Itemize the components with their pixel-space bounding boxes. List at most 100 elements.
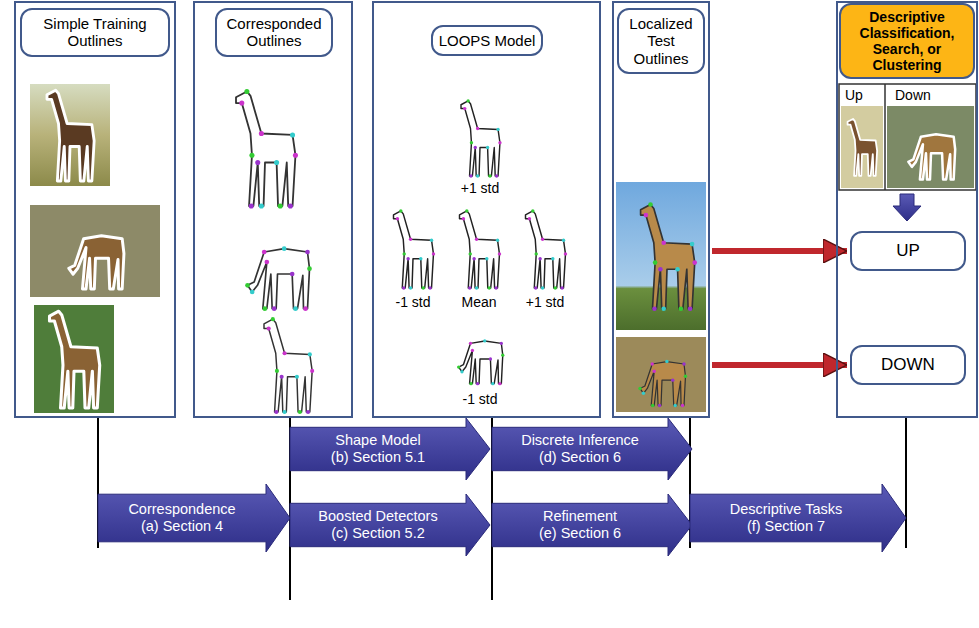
panel-header: Descriptive Classification, Search, or C… <box>839 3 975 79</box>
outline <box>460 211 500 288</box>
panel-header-group: Simple Training Outlines <box>20 8 170 60</box>
variation-label: -1 std <box>393 294 432 311</box>
divider <box>884 84 886 190</box>
variation-label: Mean <box>459 294 498 311</box>
result-box: DOWN <box>850 345 966 385</box>
outline <box>264 319 312 412</box>
step-title: Boosted Detectors <box>318 508 437 525</box>
step-arrow: Discrete Inference(d) Section 6 <box>492 418 692 480</box>
step-section: (e) Section 6 <box>539 525 621 542</box>
result-box: UP <box>850 231 966 271</box>
giraffe <box>47 90 94 181</box>
panel-header-group: Corresponded Outlines <box>215 8 333 60</box>
landmarks <box>462 209 501 289</box>
step-section: (d) Section 6 <box>539 449 621 466</box>
photo <box>30 84 110 186</box>
outline <box>236 91 295 206</box>
landmarks <box>457 339 504 385</box>
result-label: UP <box>896 241 920 261</box>
arrow-body <box>492 494 692 556</box>
photo <box>34 305 114 413</box>
down-arrow <box>893 194 921 221</box>
panel-header: Simple Training Outlines <box>20 8 170 57</box>
giraffe <box>69 236 124 289</box>
arrow-label-group: Refinement(e) Section 6 <box>492 494 668 556</box>
landmarks <box>463 99 501 177</box>
landmarks <box>396 209 435 289</box>
landmarks <box>644 202 697 311</box>
giraffe <box>50 311 100 408</box>
landmarks <box>245 246 312 311</box>
step-arrow: Refinement(e) Section 6 <box>492 494 692 556</box>
stem-line <box>905 418 907 548</box>
panel-header-group: LOOPS Model <box>431 25 543 59</box>
corresponded-outlines <box>236 89 314 414</box>
outline <box>394 211 434 288</box>
step-section: (f) Section 7 <box>747 518 825 535</box>
arrow-label-group: Descriptive Tasks(f) Section 7 <box>690 484 882 552</box>
giraffe <box>640 362 685 406</box>
giraffe <box>641 205 695 309</box>
landmarks <box>239 89 298 209</box>
arrow-body <box>690 484 906 552</box>
variation-label: +1 std <box>524 294 567 311</box>
arrow-label-group: Shape Model(b) Section 5.1 <box>290 418 466 480</box>
model-outlines <box>394 99 568 385</box>
step-arrow: Descriptive Tasks(f) Section 7 <box>690 484 906 552</box>
arrow-body <box>492 418 692 480</box>
step-title: Shape Model <box>335 432 420 449</box>
training-photos <box>30 84 160 413</box>
arrow-label-group: Correspondence(a) Section 4 <box>98 484 266 552</box>
outline <box>461 101 500 176</box>
landmarks <box>638 360 687 407</box>
panel-header-group: Descriptive Classification, Search, or C… <box>839 3 975 82</box>
thumbnail-label: Up <box>843 87 865 104</box>
variation-label: -1 std <box>460 391 499 408</box>
landmarks <box>528 209 567 289</box>
outline <box>459 341 503 384</box>
outline <box>526 211 566 288</box>
landmarks <box>267 317 315 414</box>
step-arrow: Correspondence(a) Section 4 <box>98 484 290 552</box>
giraffe <box>848 119 878 176</box>
step-section: (b) Section 5.1 <box>331 449 425 466</box>
step-title: Refinement <box>543 508 617 525</box>
thumbnail-frame <box>839 84 976 190</box>
photo <box>887 106 974 188</box>
flow-arrow <box>712 362 847 368</box>
test-photos <box>616 182 706 412</box>
stage-panel: LOOPS Model <box>372 1 601 418</box>
variation-label: +1 std <box>459 180 502 197</box>
arrow-body <box>98 484 290 552</box>
panel-header-group: Localized Test Outlines <box>617 8 705 77</box>
step-title: Descriptive Tasks <box>730 501 843 518</box>
photo <box>616 182 706 330</box>
flow-arrow <box>712 248 847 254</box>
panel-header: LOOPS Model <box>431 25 543 56</box>
arrow-body <box>290 418 490 480</box>
outline <box>248 249 310 309</box>
step-section: (a) Section 4 <box>141 518 223 535</box>
example-thumbnails <box>839 84 976 221</box>
stage-panel: Corresponded Outlines <box>193 1 353 418</box>
arrow-label-group: Boosted Detectors(c) Section 5.2 <box>290 494 466 556</box>
stage-panel: Localized Test Outlines <box>612 1 710 418</box>
panel-header: Corresponded Outlines <box>215 8 333 57</box>
result-label: DOWN <box>881 355 935 375</box>
step-title: Correspondence <box>128 501 235 518</box>
panel-header: Localized Test Outlines <box>617 8 705 74</box>
step-arrow: Shape Model(b) Section 5.1 <box>290 418 490 480</box>
photo <box>30 205 160 297</box>
photo <box>616 337 706 412</box>
giraffe <box>908 134 955 179</box>
arrow-body <box>290 494 490 556</box>
stage-panel: Simple Training Outlines <box>14 1 176 418</box>
thumbnail-label: Down <box>893 87 933 104</box>
result-panel: Descriptive Classification, Search, or C… <box>836 1 978 418</box>
stem-lines <box>98 418 906 600</box>
step-section: (c) Section 5.2 <box>331 525 425 542</box>
step-title: Discrete Inference <box>521 432 639 449</box>
photo <box>841 106 883 188</box>
step-arrow: Boosted Detectors(c) Section 5.2 <box>290 494 490 556</box>
